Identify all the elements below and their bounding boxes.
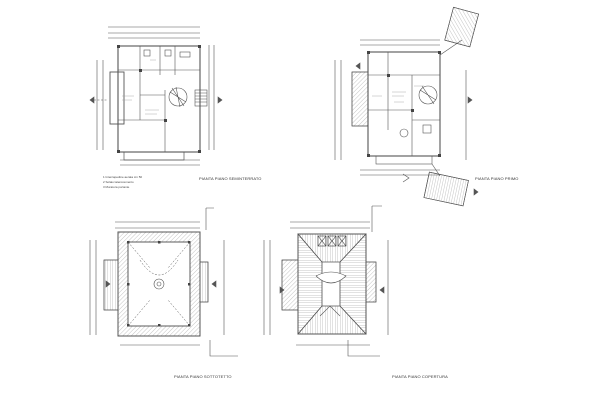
title-plan-attic: PIANTA PIANO SOTTOTETTO <box>174 374 232 379</box>
legend-line-1: 1 Intercapedine aerata cm 50 <box>103 175 143 179</box>
plan-roof <box>263 205 389 357</box>
legend-line-3: 3 Muratura portante <box>103 185 130 189</box>
title-plan-roof: PIANTA PIANO COPERTURA <box>392 374 448 379</box>
plan-attic-floor <box>89 207 238 357</box>
title-plan-ground: PIANTA PIANO SEMINTERRATO <box>199 176 262 181</box>
plan-ground-floor <box>89 26 223 166</box>
plan-first-floor <box>334 6 479 207</box>
title-plan-first: PIANTA PIANO PRIMO <box>475 176 519 181</box>
legend-line-2: 2 Solaio laterocemento <box>103 180 134 184</box>
